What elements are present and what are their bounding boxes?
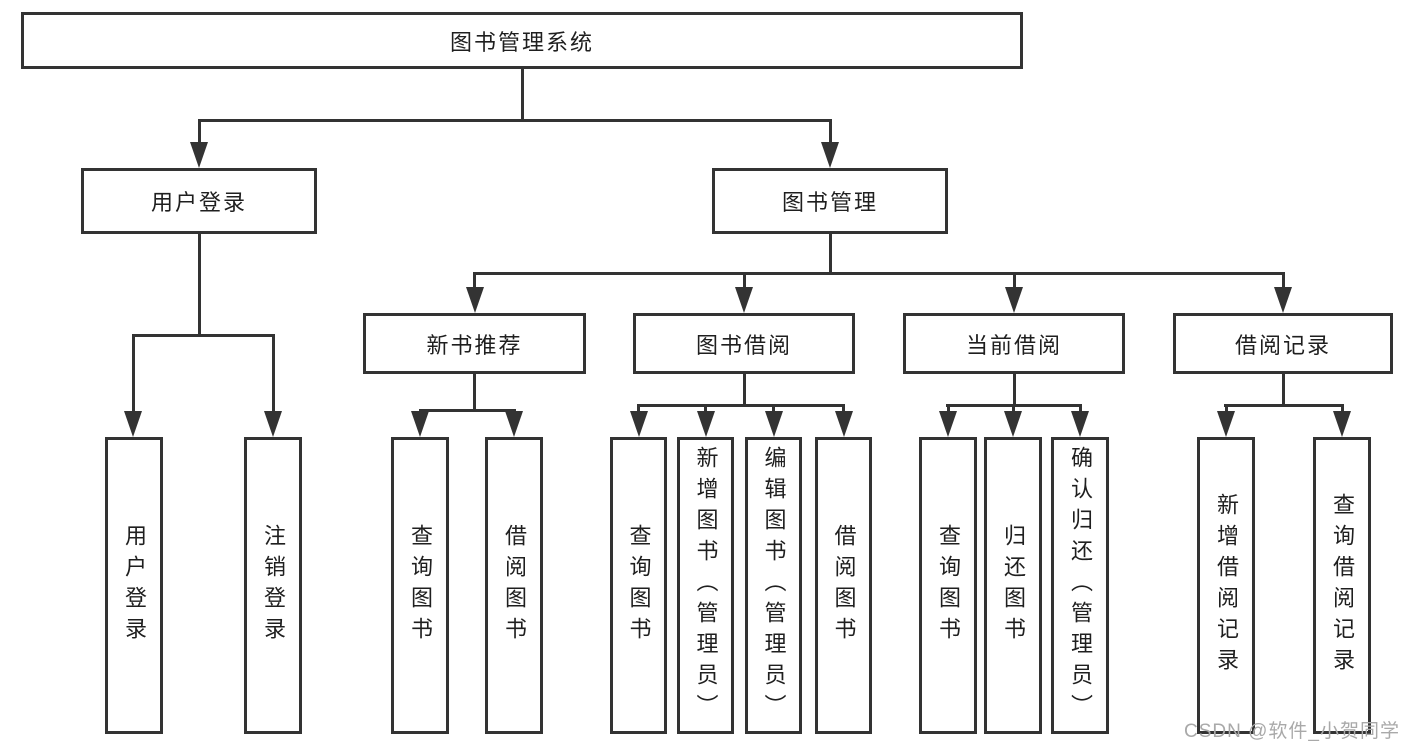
connector-line	[521, 69, 524, 122]
node-leaf-return-books: 归还图书	[984, 437, 1042, 734]
node-leaf-borrow-books-recommend: 借阅图书	[485, 437, 543, 734]
connector-line	[198, 234, 201, 336]
connector-line	[1225, 404, 1228, 414]
node-leaf-user-login: 用户登录	[105, 437, 163, 734]
node-leaf-query-books-current: 查询图书	[919, 437, 977, 734]
arrowhead-down-icon	[190, 142, 208, 168]
arrowhead-down-icon	[1333, 411, 1351, 437]
arrowhead-down-icon	[630, 411, 648, 437]
arrowhead-down-icon	[835, 411, 853, 437]
node-leaf-query-books-borrow: 查询图书	[610, 437, 667, 734]
node-leaf-confirm-return-admin: 确认归还（管理员）	[1051, 437, 1109, 734]
node-book-management: 图书管理	[712, 168, 948, 234]
arrowhead-down-icon	[765, 411, 783, 437]
connector-line	[1282, 272, 1285, 290]
connector-line	[1013, 374, 1016, 407]
arrowhead-down-icon	[1071, 411, 1089, 437]
arrowhead-down-icon	[939, 411, 957, 437]
node-current-borrow: 当前借阅	[903, 313, 1125, 374]
connector-line	[704, 404, 707, 414]
connector-line	[132, 334, 135, 416]
connector-line	[473, 374, 476, 412]
connector-line	[473, 272, 476, 290]
connector-line	[772, 404, 775, 414]
connector-line	[829, 119, 832, 146]
arrowhead-down-icon	[505, 411, 523, 437]
arrowhead-down-icon	[735, 287, 753, 313]
node-borrow-records: 借阅记录	[1173, 313, 1393, 374]
arrowhead-down-icon	[411, 411, 429, 437]
arrowhead-down-icon	[1274, 287, 1292, 313]
connector-line	[829, 234, 832, 275]
node-library-system: 图书管理系统	[21, 12, 1023, 69]
node-leaf-add-borrow-record: 新增借阅记录	[1197, 437, 1255, 734]
connector-line	[637, 404, 845, 407]
node-leaf-add-books-admin: 新增图书（管理员）	[677, 437, 734, 734]
arrowhead-down-icon	[1004, 411, 1022, 437]
csdn-watermark: CSDN @软件_小贺同学	[1184, 721, 1400, 742]
connector-line	[842, 404, 845, 414]
connector-line	[743, 272, 746, 290]
connector-line	[1079, 404, 1082, 414]
node-user-login: 用户登录	[81, 168, 317, 234]
node-leaf-query-books-recommend: 查询图书	[391, 437, 449, 734]
connector-line	[1341, 404, 1344, 414]
node-book-borrow: 图书借阅	[633, 313, 855, 374]
arrowhead-down-icon	[697, 411, 715, 437]
connector-line	[473, 272, 1285, 275]
arrowhead-down-icon	[124, 411, 142, 437]
connector-line	[637, 404, 640, 414]
connector-line	[947, 404, 950, 414]
node-leaf-borrow-books: 借阅图书	[815, 437, 872, 734]
connector-line	[132, 334, 275, 337]
connector-line	[1012, 404, 1015, 414]
node-leaf-query-borrow-record: 查询借阅记录	[1313, 437, 1371, 734]
connector-line	[1224, 404, 1344, 407]
arrowhead-down-icon	[1217, 411, 1235, 437]
connector-line	[1013, 272, 1016, 290]
arrowhead-down-icon	[1005, 287, 1023, 313]
arrowhead-down-icon	[821, 142, 839, 168]
arrowhead-down-icon	[264, 411, 282, 437]
connector-line	[1282, 374, 1285, 407]
connector-line	[198, 119, 832, 122]
connector-line	[198, 119, 201, 146]
node-leaf-logout: 注销登录	[244, 437, 302, 734]
node-new-book-recommend: 新书推荐	[363, 313, 586, 374]
connector-line	[419, 409, 516, 412]
connector-line	[743, 374, 746, 407]
node-leaf-edit-books-admin: 编辑图书（管理员）	[745, 437, 802, 734]
arrowhead-down-icon	[466, 287, 484, 313]
connector-line	[272, 334, 275, 416]
